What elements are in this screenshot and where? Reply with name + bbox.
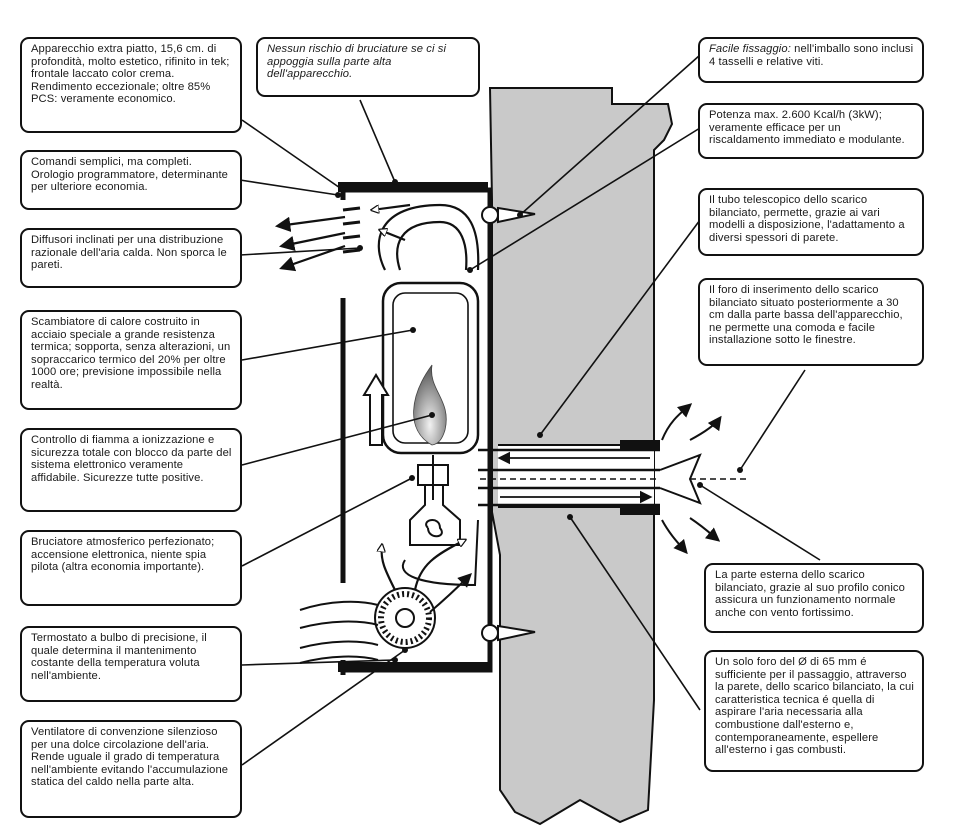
callout-external-outlet: La parte esterna dello scarico bilanciat… [704,563,924,633]
callout-flame-control: Controllo di fiamma a ionizzazione e sic… [20,428,242,512]
callout-heat-exchanger-text: Scambiatore di calore costruito in accia… [31,316,231,391]
diffuser-grille [342,206,361,254]
callout-telescopic-tube: Il tubo telescopico dello scarico bilanc… [698,188,924,256]
callout-diffusers-text: Diffusori inclinati per una distribuzion… [31,234,227,272]
callout-fan: Ventilatore di convenzione silenzioso pe… [20,720,242,818]
callout-burn-risk-text: Nessun rischio di bruciature se ci si ap… [267,43,447,81]
hot-air-arrows [274,215,346,272]
callout-thermostat: Termostato a bulbo di precisione, il qua… [20,626,242,702]
wall-dowel-top [481,206,536,224]
callout-fixing: Facile fissaggio: nell'imballo sono incl… [698,37,924,83]
callout-burn-risk: Nessun rischio di bruciature se ci si ap… [256,37,480,97]
callout-telescopic-tube-text: Il tubo telescopico dello scarico bilanc… [709,194,905,244]
flame [413,364,447,446]
callout-diffusers: Diffusori inclinati per una distribuzion… [20,228,242,288]
callout-flame-control-text: Controllo di fiamma a ionizzazione e sic… [31,434,232,484]
burner-assembly [409,455,461,546]
callout-single-hole: Un solo foro del Ø di 65 mm é sufficient… [704,650,924,772]
callout-single-hole-text: Un solo foro del Ø di 65 mm é sufficient… [715,656,914,757]
callout-burner-text: Bruciatore atmosferico perfezionato; acc… [31,536,215,574]
callout-fan-text: Ventilatore di convenzione silenzioso pe… [31,726,229,789]
callout-external-outlet-text: La parte esterna dello scarico bilanciat… [715,569,905,619]
callout-burner: Bruciatore atmosferico perfezionato; acc… [20,530,242,606]
callout-power-text: Potenza max. 2.600 Kcal/h (3kW); veramen… [709,109,905,147]
callout-thermostat-text: Termostato a bulbo di precisione, il qua… [31,632,207,682]
callout-controls-text: Comandi semplici, ma completi. Orologio … [31,156,228,194]
callout-power: Potenza max. 2.600 Kcal/h (3kW); veramen… [698,103,924,159]
convection-fan [374,587,436,649]
callout-fixing-text: Facile fissaggio: nell'imballo sono incl… [709,43,914,68]
callout-inlet-hole: Il foro di inserimento dello scarico bil… [698,278,924,366]
heater-top-shelf [338,182,488,192]
callout-controls: Comandi semplici, ma completi. Orologio … [20,150,242,210]
external-conical-terminal [659,453,702,505]
callout-inlet-hole-text: Il foro di inserimento dello scarico bil… [709,284,903,347]
callout-heat-exchanger: Scambiatore di calore costruito in accia… [20,310,242,410]
flue-duct [478,448,660,507]
callout-fixing-lead: Facile fissaggio: [709,43,791,55]
callout-design: Apparecchio extra piatto, 15,6 cm. di pr… [20,37,242,133]
callout-design-text: Apparecchio extra piatto, 15,6 cm. di pr… [31,43,230,106]
callout-fixing-rest: nell'imballo sono inclusi 4 tasselli e r… [709,43,914,68]
wall-dowel-bottom [481,624,536,642]
leader-lines [239,54,821,766]
